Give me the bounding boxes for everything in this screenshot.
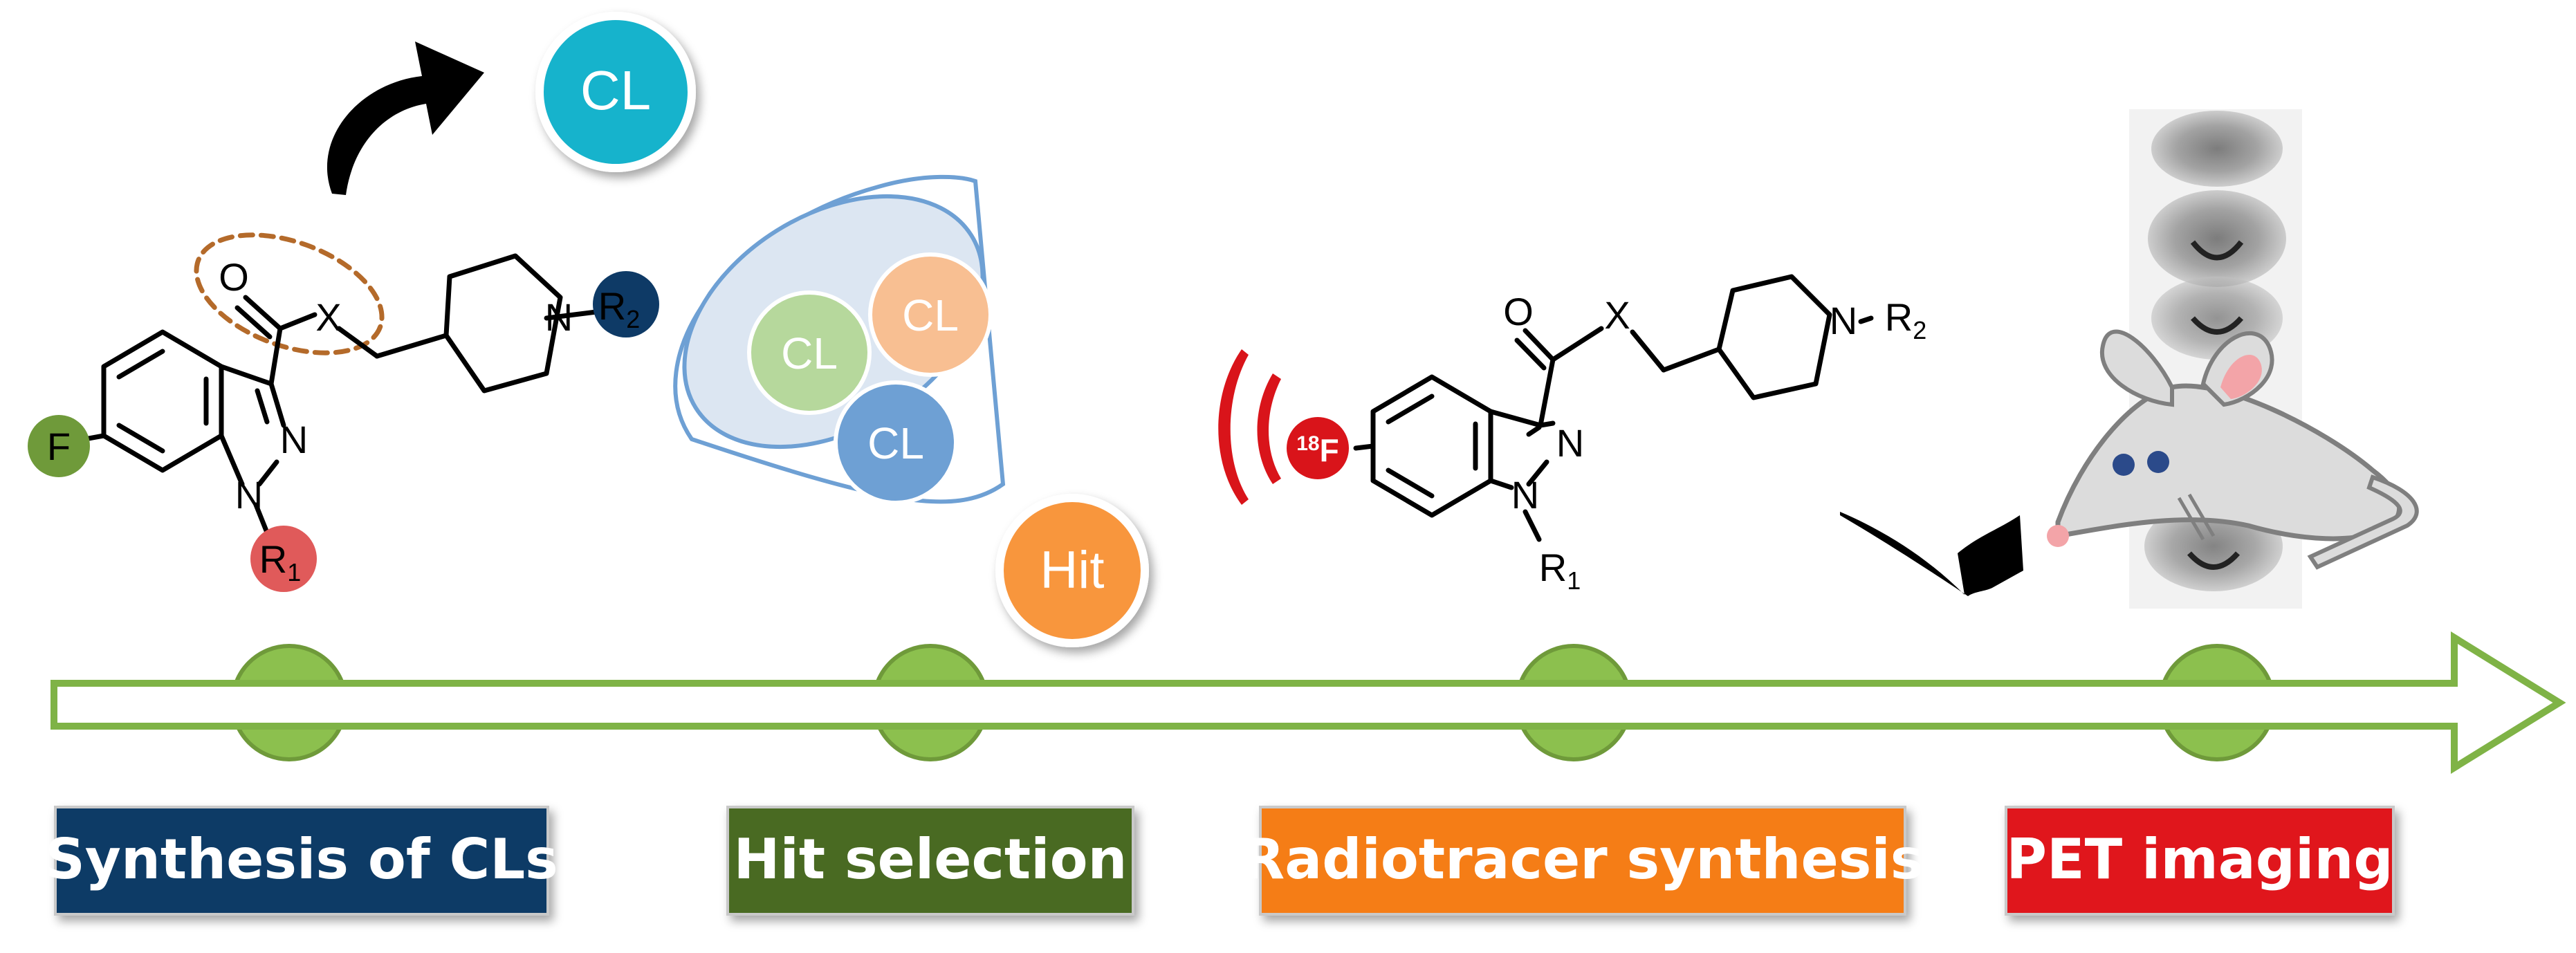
hit-circle-label: Hit bbox=[1040, 541, 1105, 600]
cl-circle-blue: CL bbox=[834, 380, 958, 505]
atom-r2: R2 bbox=[1885, 295, 1926, 344]
atom-x: X bbox=[1604, 293, 1630, 337]
stage-label-radiotracer: Radiotracer synthesis bbox=[1242, 806, 1924, 916]
stage-label-synthesis: Synthesis of CLs bbox=[45, 806, 558, 916]
atom-r1: R1 bbox=[1539, 546, 1581, 595]
f-substituent-badge bbox=[28, 415, 90, 477]
atom-n-lower: N bbox=[235, 473, 263, 517]
atom-f: F bbox=[47, 425, 71, 468]
cl-circle-orange: CL bbox=[868, 252, 993, 377]
atom-f18: 18F bbox=[1296, 432, 1338, 468]
atom-n-piperidine: N bbox=[545, 295, 573, 339]
mouse-eye-icon bbox=[2113, 454, 2135, 476]
atom-n-piperidine: N bbox=[1830, 299, 1857, 342]
atom-n-upper: N bbox=[1556, 421, 1584, 465]
r2-substituent-badge bbox=[593, 271, 659, 337]
radioactive-signal-icon bbox=[1218, 349, 1281, 505]
cl-circle-teal: CL bbox=[535, 12, 696, 172]
atom-n-upper: N bbox=[280, 418, 308, 461]
stage-label-pet-imaging: PET imaging bbox=[2005, 806, 2395, 916]
stage-label-synthesis-text: Synthesis of CLs bbox=[45, 827, 558, 891]
atom-r1: R1 bbox=[259, 537, 301, 586]
stage-label-hit-selection: Hit selection bbox=[726, 806, 1134, 916]
cl-circle-green: CL bbox=[747, 290, 872, 415]
atom-n-lower: N bbox=[1511, 473, 1539, 517]
stage-label-hit-selection-text: Hit selection bbox=[733, 827, 1127, 891]
atom-o: O bbox=[1503, 290, 1534, 333]
atom-o: O bbox=[219, 255, 249, 299]
linker-highlight-ellipse bbox=[194, 232, 385, 355]
cl-circle-teal-label: CL bbox=[580, 59, 651, 121]
r1-substituent-badge bbox=[250, 526, 317, 592]
cl-circle-blue-label: CL bbox=[867, 418, 924, 468]
f18-badge bbox=[1287, 417, 1349, 479]
cl-circle-green-label: CL bbox=[781, 329, 838, 378]
hit-circle: Hit bbox=[995, 494, 1149, 647]
molecule-1 bbox=[63, 232, 605, 542]
stage-label-radiotracer-text: Radiotracer synthesis bbox=[1242, 827, 1924, 891]
atom-x: X bbox=[315, 295, 341, 339]
molecule-2 bbox=[1353, 274, 1874, 542]
timeline-arrow bbox=[50, 631, 2566, 774]
mouse-icon bbox=[2047, 329, 2419, 570]
curved-arrow-icon bbox=[1840, 512, 2023, 596]
stage-label-pet-imaging-text: PET imaging bbox=[2006, 827, 2393, 891]
curved-arrow-icon bbox=[326, 41, 484, 195]
mouse-nose-icon bbox=[2047, 525, 2069, 547]
cl-circle-orange-label: CL bbox=[902, 290, 959, 340]
mouse-eye-icon bbox=[2147, 451, 2169, 473]
atom-r2: R2 bbox=[598, 284, 640, 333]
